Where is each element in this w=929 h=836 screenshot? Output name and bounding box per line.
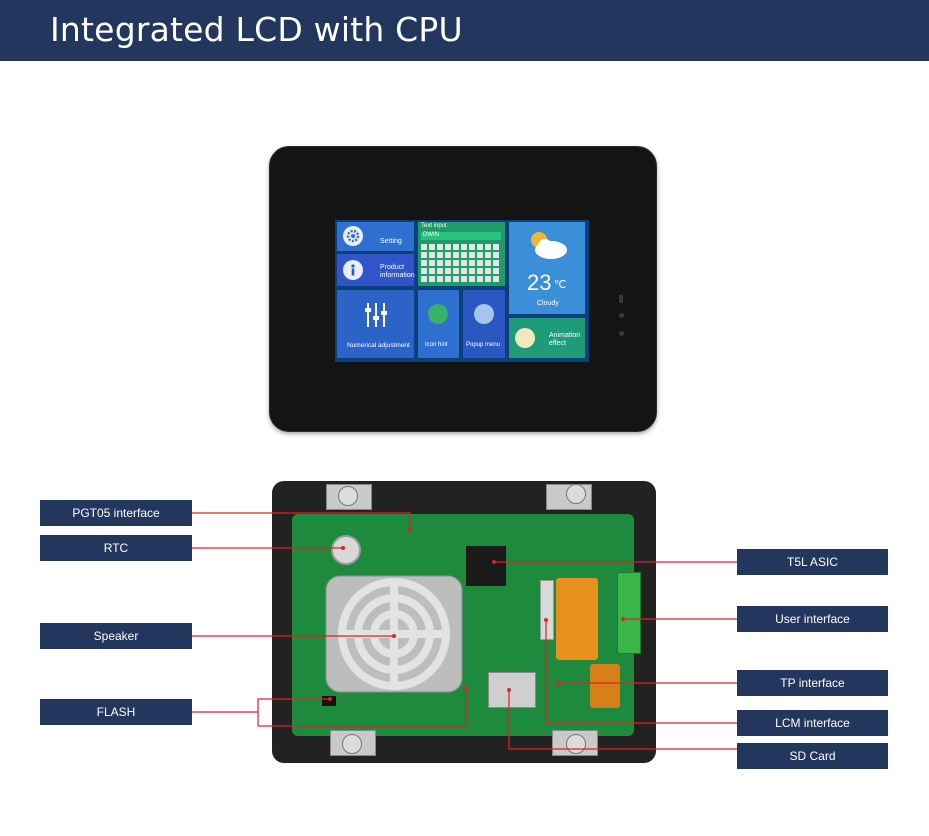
animation-icon (515, 328, 535, 348)
weather-label: Cloudy (537, 300, 559, 307)
text-input-field[interactable]: DWIN (421, 232, 501, 240)
label-t5l-asic: T5L ASIC (737, 549, 888, 575)
label-rtc: RTC (40, 535, 192, 561)
layers-icon (474, 304, 494, 324)
text-input-tile[interactable]: Text input DWIN (418, 222, 505, 286)
icon-hint-tile[interactable]: Icon hint (418, 290, 459, 358)
label-user-interface: User interface (737, 606, 888, 632)
screw-icon (338, 486, 358, 506)
product-info-tile[interactable]: Product information (337, 254, 415, 286)
sun-cloud-icon (531, 232, 567, 259)
slider-icon (365, 303, 387, 327)
flex-cable (556, 578, 598, 660)
indicator-dot-2 (619, 331, 624, 336)
popup-menu-tile[interactable]: Popup menu (463, 290, 505, 358)
icon-hint-icon (428, 304, 448, 324)
label-speaker: Speaker (40, 623, 192, 649)
screw-icon (566, 484, 586, 504)
lcm-connector (540, 580, 554, 640)
sd-card-slot (488, 672, 536, 708)
light-sensor (619, 295, 623, 303)
label-tp-interface: TP interface (737, 670, 888, 696)
gear-icon (343, 226, 363, 246)
numerical-adjustment-tile[interactable]: Numerical adjustment (337, 290, 414, 358)
setting-tile[interactable]: Setting (337, 222, 414, 251)
temperature-value: 23 (527, 270, 552, 295)
icon-hint-label: Icon hint (425, 342, 448, 348)
indicator-dot-1 (619, 313, 624, 318)
popup-menu-label: Popup menu (466, 342, 501, 348)
rtc-coin-battery (331, 535, 361, 565)
label-sd-card: SD Card (737, 743, 888, 769)
animation-tile[interactable]: Animation effect (509, 318, 585, 358)
lcd-screen: Setting Product information Text input D… (335, 220, 589, 362)
animation-label-1: Animation (549, 332, 581, 339)
weather-tile: 23 ℃ Cloudy (509, 222, 585, 314)
speaker-grille (325, 575, 463, 693)
temperature-unit: ℃ (554, 279, 567, 291)
header-banner: Integrated LCD with CPU (0, 0, 929, 61)
setting-label: Setting (380, 238, 402, 245)
text-input-value: DWIN (423, 232, 439, 238)
animation-label-2: effect (549, 340, 566, 347)
label-lcm-interface: LCM interface (737, 710, 888, 736)
product-info-label-1: Product (380, 264, 405, 271)
user-terminal-block (617, 572, 641, 654)
numerical-adjustment-label: Numerical adjustment (347, 342, 410, 349)
tp-flex-cable (590, 664, 620, 708)
screw-icon (566, 734, 586, 754)
info-icon (343, 260, 363, 280)
t5l-chip (466, 546, 506, 586)
page-title: Integrated LCD with CPU (50, 10, 463, 49)
on-screen-keyboard[interactable] (421, 244, 501, 282)
label-pgt05: PGT05 interface (40, 500, 192, 526)
flash-chip (322, 696, 336, 706)
screw-icon (342, 734, 362, 754)
lcd-front-device: Setting Product information Text input D… (269, 146, 657, 432)
text-input-label: Text input (421, 223, 447, 229)
product-info-label-2: information (380, 272, 415, 279)
label-flash: FLASH (40, 699, 192, 725)
